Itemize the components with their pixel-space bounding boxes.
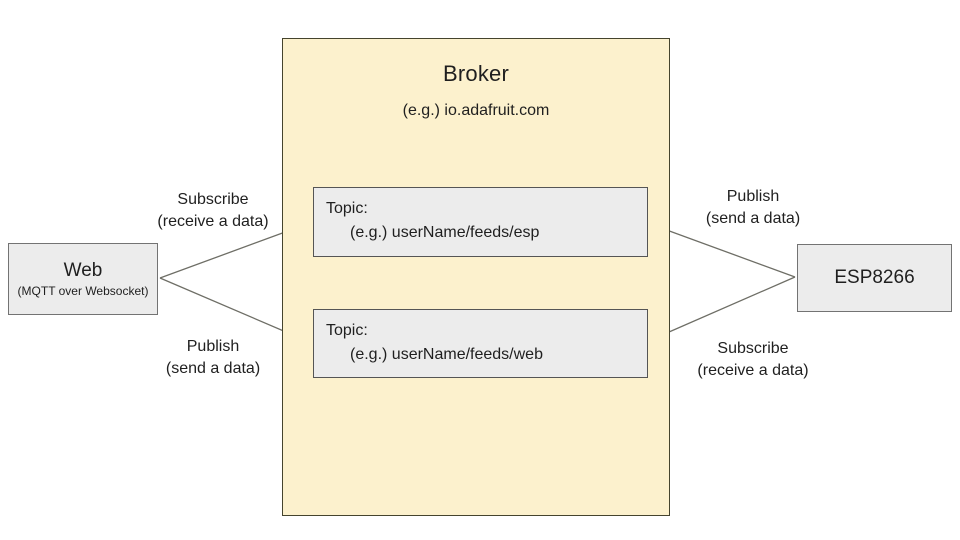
topic-esp-example: (e.g.) userName/feeds/esp [350,224,540,241]
edge-label-web-publish: Publish (send a data) [133,336,293,380]
topic-web-label: Topic: [326,322,368,339]
web-node-box: Web (MQTT over Websocket) [8,243,158,315]
edge-label-web-publish-line2: (send a data) [165,360,261,377]
edge-label-esp-subscribe-line2: (receive a data) [697,362,809,379]
edge-label-web-subscribe: Subscribe (receive a data) [133,189,293,233]
web-node-subtitle: (MQTT over Websocket) [17,284,149,298]
topic-esp-label: Topic: [326,200,368,217]
broker-box: Broker (e.g.) io.adafruit.com [282,38,670,516]
edge-label-esp-publish: Publish (send a data) [673,186,833,230]
edge-label-web-subscribe-line2: (receive a data) [157,213,269,230]
topic-box-web: Topic: (e.g.) userName/feeds/web [313,309,648,378]
topic-box-esp: Topic: (e.g.) userName/feeds/esp [313,187,648,257]
edge-label-web-publish-line1: Publish [186,338,240,355]
edge-label-web-subscribe-line1: Subscribe [177,191,249,208]
arrow-esp-to-topic-web [652,276,796,340]
edge-label-esp-subscribe-line1: Subscribe [717,340,789,357]
esp-node-box: ESP8266 [797,244,952,312]
edge-label-esp-publish-line2: (send a data) [705,210,801,227]
esp-node-title: ESP8266 [834,267,915,288]
topic-web-example: (e.g.) userName/feeds/web [350,346,543,363]
broker-subtitle: (e.g.) io.adafruit.com [402,102,550,119]
web-node-title: Web [63,260,103,281]
edge-label-esp-subscribe: Subscribe (receive a data) [663,338,843,382]
edge-label-esp-publish-line1: Publish [726,188,780,205]
arrow-esp-to-topic-esp [652,224,796,278]
broker-title: Broker [443,61,509,86]
